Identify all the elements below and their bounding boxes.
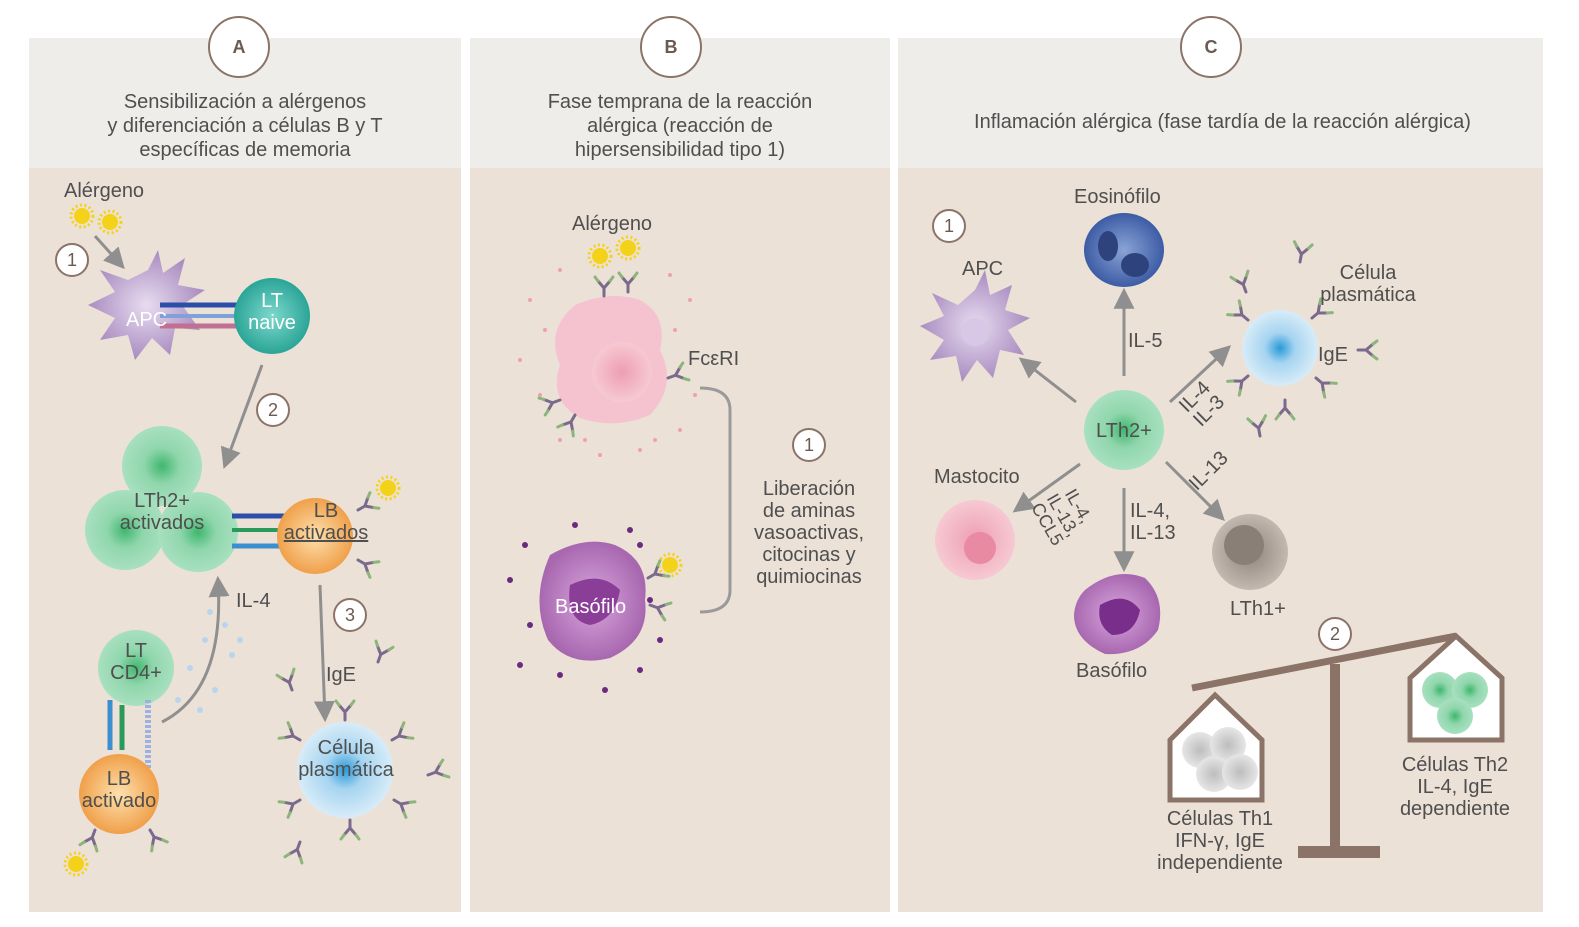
mastocito-cell bbox=[935, 500, 1015, 580]
plasma-cell-a bbox=[297, 722, 393, 818]
step-1-b: 1 bbox=[792, 428, 826, 462]
label-il5: IL-5 bbox=[1128, 330, 1163, 352]
il4-dots bbox=[175, 609, 243, 713]
balance-scale bbox=[1167, 632, 1505, 858]
label-ige-c: IgE bbox=[1318, 344, 1349, 366]
label-lth1: LTh1+ bbox=[1230, 598, 1286, 620]
label-fceri: FcεRI bbox=[688, 348, 740, 370]
allergen-particles-b bbox=[587, 235, 641, 269]
label-apc-a: APC bbox=[126, 309, 168, 331]
lt-naive-cell bbox=[234, 278, 310, 354]
panel-b-body bbox=[470, 168, 890, 912]
label-ige-a: IgE bbox=[326, 664, 357, 686]
mast-granules bbox=[518, 268, 697, 457]
label-lth2-c: LTh2+ bbox=[1096, 420, 1152, 442]
label-lth2-activados: LTh2+activados bbox=[119, 490, 205, 534]
panel-c-title: Inflamación alérgica (fase tardía de la … bbox=[974, 111, 1471, 133]
label-basofilo-b: Basófilo bbox=[555, 596, 627, 618]
basophil-granules bbox=[507, 522, 663, 693]
label-mastocito: Mastocito bbox=[934, 466, 1020, 488]
lb-activated-cell bbox=[277, 498, 353, 574]
panel-letter-b: B bbox=[640, 16, 702, 78]
panel-letter-c: C bbox=[1180, 16, 1242, 78]
label-apc-c: APC bbox=[962, 258, 1004, 280]
lb-activado-cell bbox=[79, 754, 159, 834]
apc-cell-a bbox=[88, 250, 205, 360]
plasma-cell-c bbox=[1226, 240, 1379, 440]
step-2-c: 2 bbox=[1318, 617, 1352, 651]
apc-cell-c bbox=[920, 270, 1030, 382]
label-alergeno-b: Alérgeno bbox=[572, 213, 653, 235]
bracket bbox=[699, 386, 732, 614]
eosinophil-cell bbox=[1084, 213, 1164, 287]
panel-letter-a: A bbox=[208, 16, 270, 78]
lth2-cell-c bbox=[1084, 390, 1164, 470]
lth2-activated-cluster bbox=[85, 426, 238, 572]
step-3-a: 3 bbox=[333, 598, 367, 632]
label-alergeno-a: Alérgeno bbox=[64, 180, 145, 202]
label-eosinofilo: Eosinófilo bbox=[1074, 186, 1161, 208]
label-basofilo-c: Basófilo bbox=[1076, 660, 1148, 682]
lth1-cell bbox=[1212, 514, 1288, 590]
allergen-particles-a bbox=[69, 203, 123, 235]
step-1-c: 1 bbox=[932, 209, 966, 243]
lt-cd4-cell bbox=[98, 630, 174, 706]
step-2-a: 2 bbox=[256, 393, 290, 427]
label-il4-il13: IL-4,IL-13 bbox=[1130, 500, 1176, 544]
label-il4-a: IL-4 bbox=[236, 590, 271, 612]
basophil-cell-c bbox=[1074, 574, 1161, 655]
step-1-a: 1 bbox=[55, 243, 89, 277]
